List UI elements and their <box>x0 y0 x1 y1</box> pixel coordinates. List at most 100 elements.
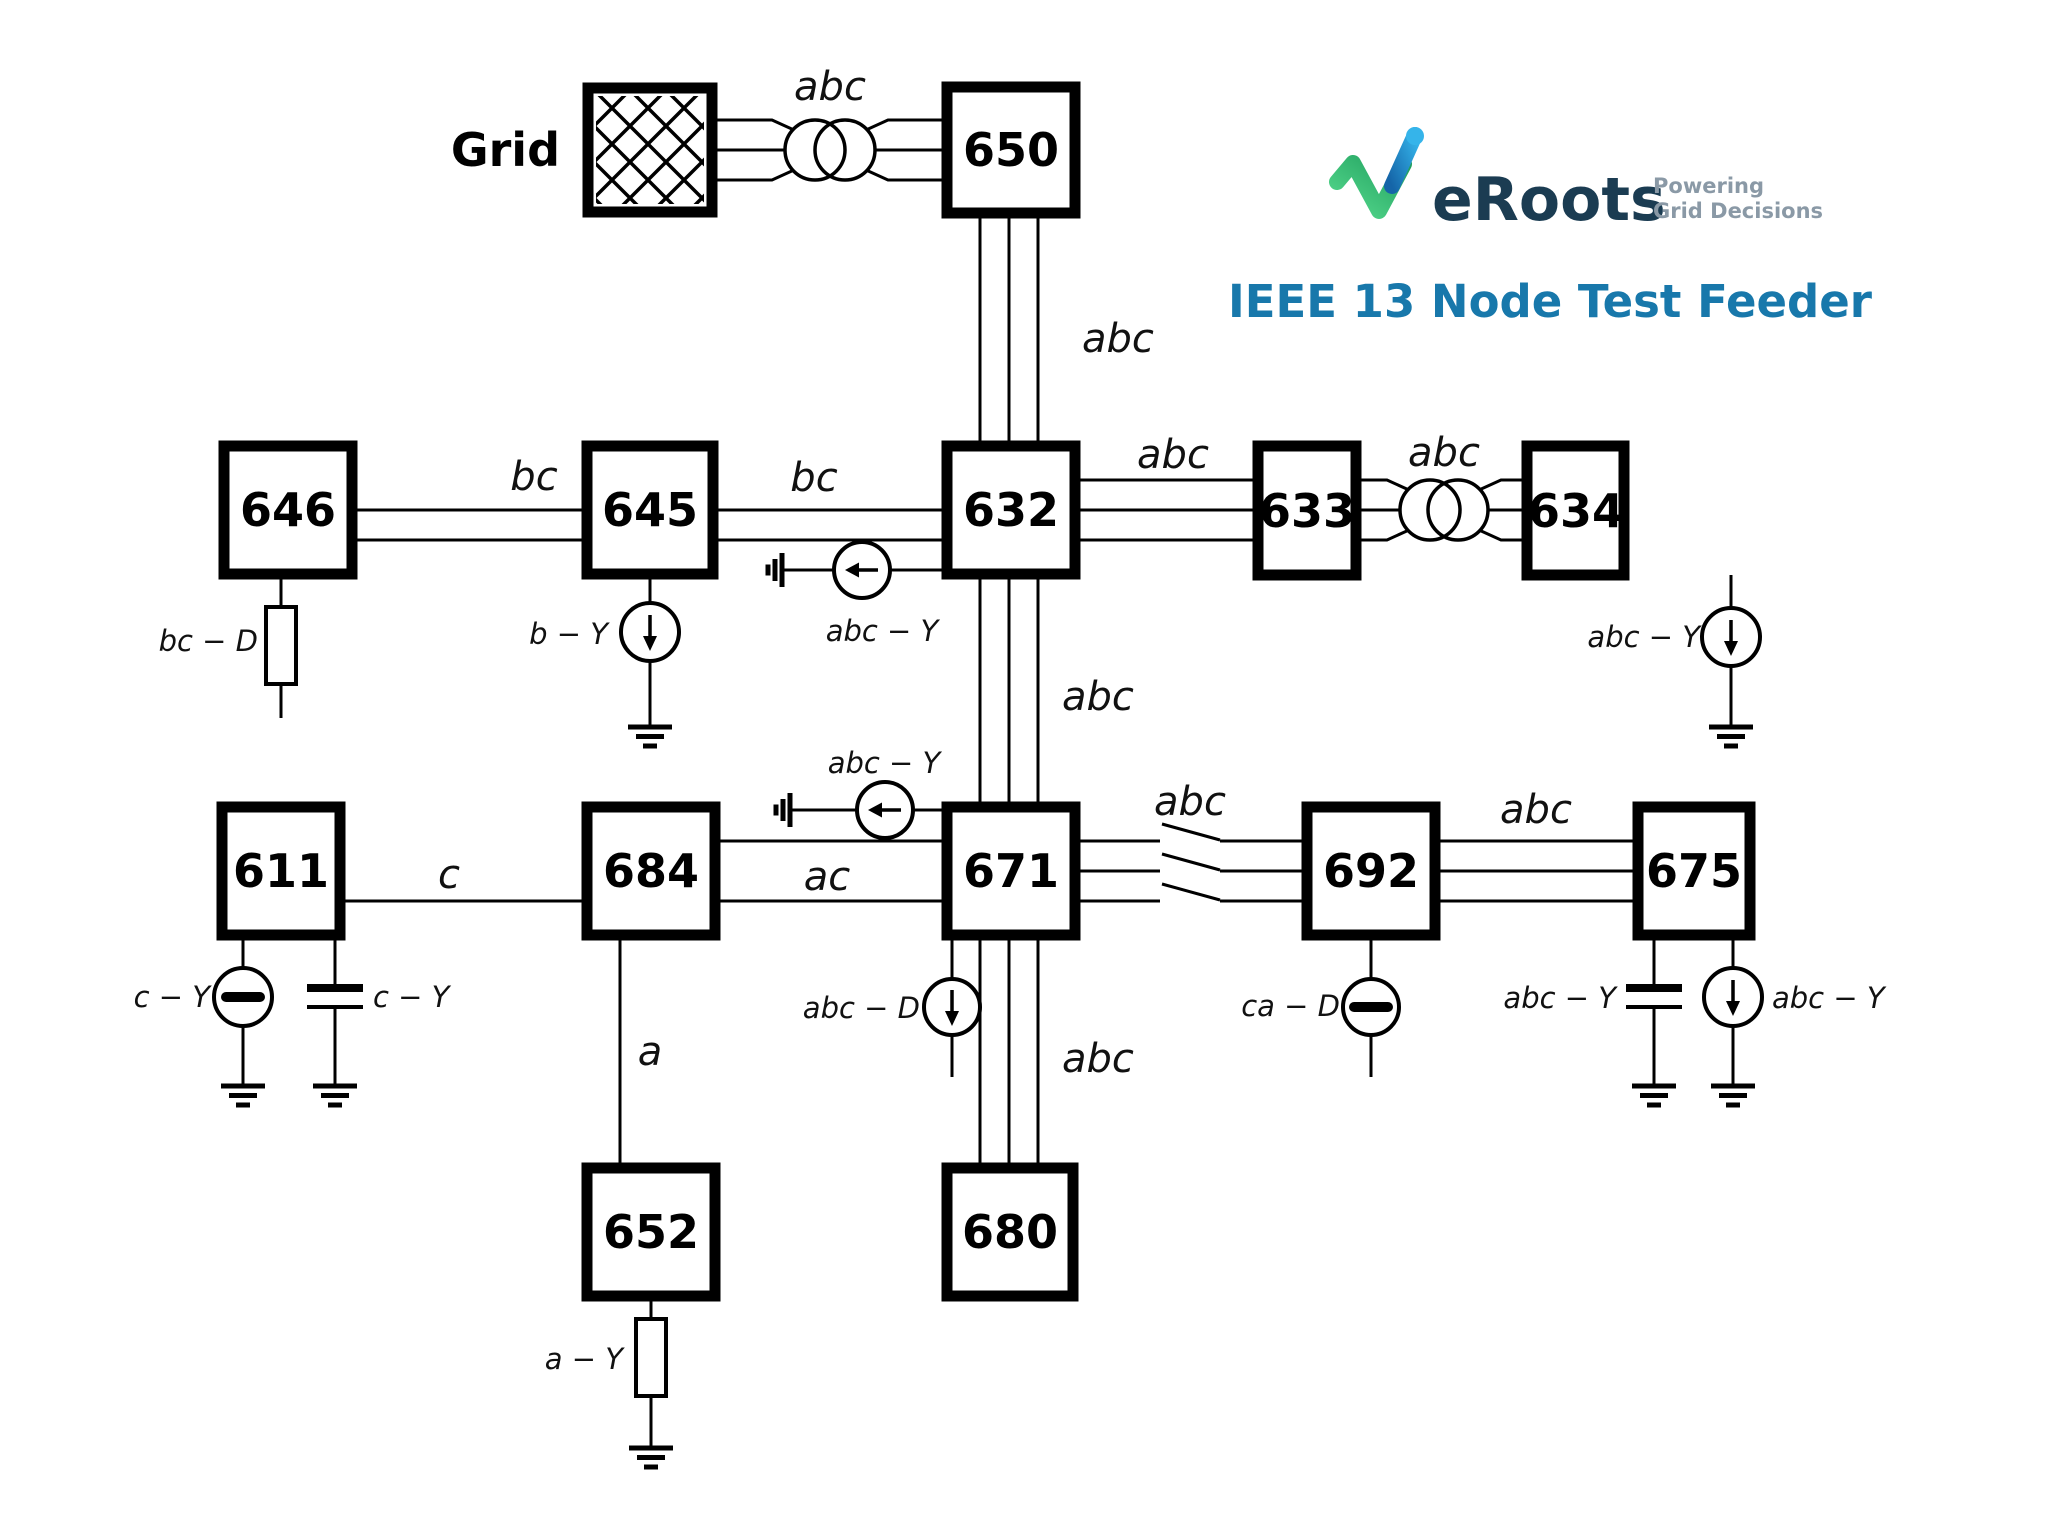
branch-label-684-671: ac <box>804 854 851 900</box>
load-label-632: abc − Y <box>826 614 941 648</box>
branch-650-632-wires <box>978 213 1040 446</box>
load-label-675-source: abc − Y <box>1772 981 1887 1015</box>
load-675-source <box>1702 935 1764 1105</box>
node-671-label: 671 <box>963 844 1059 898</box>
load-645-source <box>619 575 681 746</box>
branch-grid-650-wires <box>712 118 947 182</box>
node-645: 645 <box>581 440 719 580</box>
node-684: 684 <box>581 801 721 941</box>
node-632: 632 <box>941 440 1081 580</box>
branch-label-646-645: bc <box>510 454 557 500</box>
node-692: 692 <box>1301 801 1441 941</box>
ground-icon <box>776 793 790 827</box>
branch-684-671-wires <box>715 839 947 903</box>
node-633-label: 633 <box>1259 484 1355 538</box>
node-634: 634 <box>1521 440 1630 581</box>
grid-hatch-icon <box>596 96 704 204</box>
brand-tagline-line1: Powering <box>1653 174 1764 198</box>
node-692-label: 692 <box>1323 844 1419 898</box>
load-label-652: a − Y <box>545 1342 626 1376</box>
eroots-logo-mark-icon <box>1329 127 1424 219</box>
ground-icon <box>629 1448 673 1467</box>
branch-632-633-wires <box>1075 478 1258 542</box>
ground-icon <box>768 553 782 587</box>
node-611: 611 <box>216 801 346 941</box>
load-label-692: ca − D <box>1241 989 1340 1023</box>
branch-label-650-632: abc <box>1082 316 1154 362</box>
load-label-611-capacitor: c − Y <box>373 980 452 1014</box>
load-label-671-bottom: abc − D <box>803 991 920 1025</box>
grid-node <box>582 82 718 218</box>
load-632-source <box>768 540 947 600</box>
load-671-bottom-source <box>922 935 982 1077</box>
page-title: IEEE 13 Node Test Feeder <box>1228 275 1873 328</box>
load-692-source <box>1341 935 1401 1077</box>
load-label-645: b − Y <box>529 617 610 651</box>
load-label-675-capacitor: abc − Y <box>1503 981 1618 1015</box>
branch-label-671-692: abc <box>1154 779 1226 825</box>
branch-633-634-wires <box>1356 478 1527 542</box>
node-611-label: 611 <box>233 844 329 898</box>
branch-label-671-680: abc <box>1062 1036 1134 1082</box>
node-634-label: 634 <box>1528 484 1624 538</box>
node-652-label: 652 <box>603 1205 699 1259</box>
load-label-671-top: abc − Y <box>828 746 943 780</box>
load-675-capacitor <box>1626 935 1682 1105</box>
load-label-646: bc − D <box>159 624 258 658</box>
load-label-611-source: c − Y <box>134 980 213 1014</box>
branch-label-632-671: abc <box>1062 674 1134 720</box>
load-611-capacitor <box>307 935 363 1105</box>
switch-icon <box>1075 852 1307 873</box>
node-646-label: 646 <box>240 483 336 537</box>
node-650-label: 650 <box>963 123 1059 177</box>
grid-label: Grid <box>451 123 560 177</box>
branch-label-684-652: a <box>638 1029 663 1075</box>
node-632-label: 632 <box>963 483 1059 537</box>
node-671: 671 <box>941 801 1081 941</box>
branch-label-692-675: abc <box>1500 787 1572 833</box>
branch-label-611-684: c <box>438 852 460 898</box>
branch-646-645-wires <box>352 508 587 542</box>
load-646-impedance <box>264 574 298 718</box>
load-652-impedance <box>629 1296 673 1467</box>
ground-icon <box>313 1086 357 1105</box>
node-675: 675 <box>1632 801 1756 941</box>
node-680: 680 <box>941 1162 1079 1302</box>
node-675-label: 675 <box>1646 844 1742 898</box>
load-label-634: abc − Y <box>1587 620 1702 654</box>
node-633: 633 <box>1252 440 1362 581</box>
branch-label-grid-650: abc <box>794 64 866 110</box>
ground-icon <box>1709 727 1753 746</box>
node-652: 652 <box>581 1162 721 1302</box>
switch-icon <box>1075 822 1307 843</box>
transformer-icon <box>783 118 877 182</box>
node-645-label: 645 <box>602 483 698 537</box>
load-634-source <box>1700 575 1762 746</box>
branch-671-692-wires <box>1075 822 1307 903</box>
branch-671-680-wires <box>978 935 1040 1168</box>
load-671-top-source <box>776 780 947 840</box>
branch-692-675-wires <box>1435 839 1638 903</box>
impedance-icon <box>634 1317 668 1398</box>
transformer-icon <box>1398 478 1490 542</box>
branch-label-633-634: abc <box>1408 430 1480 476</box>
branch-label-632-633: abc <box>1137 432 1209 478</box>
load-611-source <box>212 935 274 1105</box>
ground-icon <box>1632 1086 1676 1105</box>
node-646: 646 <box>218 440 358 580</box>
switch-icon <box>1075 882 1307 903</box>
capacitor-icon <box>307 984 363 1009</box>
eroots-logo: eRoots Powering Grid Decisions <box>1329 127 1823 235</box>
branch-645-632-wires <box>713 508 947 542</box>
brand-tagline-line2: Grid Decisions <box>1653 199 1823 223</box>
ground-icon <box>1711 1086 1755 1105</box>
node-650: 650 <box>941 81 1081 219</box>
ground-icon <box>628 727 672 746</box>
ground-icon <box>221 1086 265 1105</box>
brand-name: eRoots <box>1432 165 1666 235</box>
impedance-icon <box>264 605 298 686</box>
capacitor-icon <box>1626 984 1682 1009</box>
branch-632-671-wires <box>978 574 1040 807</box>
